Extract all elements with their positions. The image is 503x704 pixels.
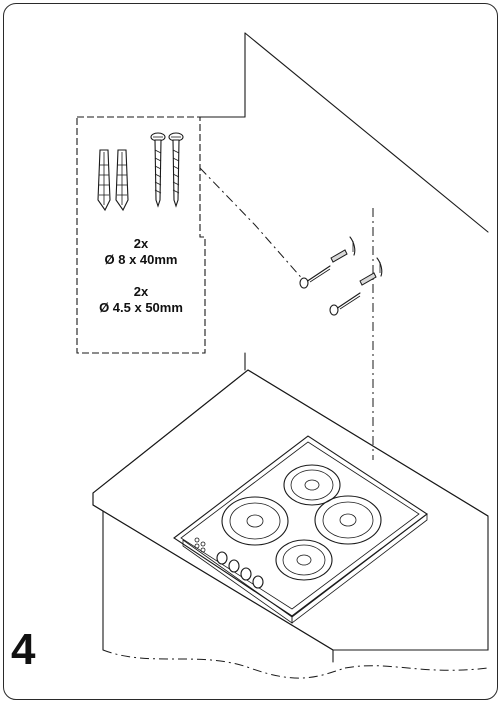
hotplate-left bbox=[221, 496, 289, 546]
anchor-size: Ø 8 x 40mm bbox=[104, 252, 178, 267]
indicator-lights bbox=[194, 537, 206, 553]
screw-upper bbox=[299, 265, 331, 289]
parts-box bbox=[76, 116, 206, 354]
screw-icon bbox=[150, 132, 184, 208]
wall-anchor-lower bbox=[359, 272, 377, 286]
cooktop bbox=[173, 435, 428, 624]
wall-anchor-upper bbox=[330, 249, 348, 263]
leader-line bbox=[199, 167, 307, 284]
screw-size: Ø 4.5 x 50mm bbox=[99, 300, 183, 315]
hotplate-right bbox=[314, 495, 382, 545]
wall-corner bbox=[199, 32, 489, 371]
anchor-icon bbox=[97, 149, 129, 212]
control-knobs bbox=[216, 551, 264, 589]
screw-quantity: 2x bbox=[133, 284, 149, 299]
hotplate-back bbox=[283, 464, 341, 506]
screw-lower bbox=[329, 292, 361, 316]
step-number: 4 bbox=[11, 625, 36, 674]
anchor-quantity: 2x bbox=[133, 236, 149, 251]
wall-holes bbox=[349, 236, 383, 277]
hotplate-front bbox=[275, 539, 333, 581]
page-frame bbox=[3, 3, 498, 700]
